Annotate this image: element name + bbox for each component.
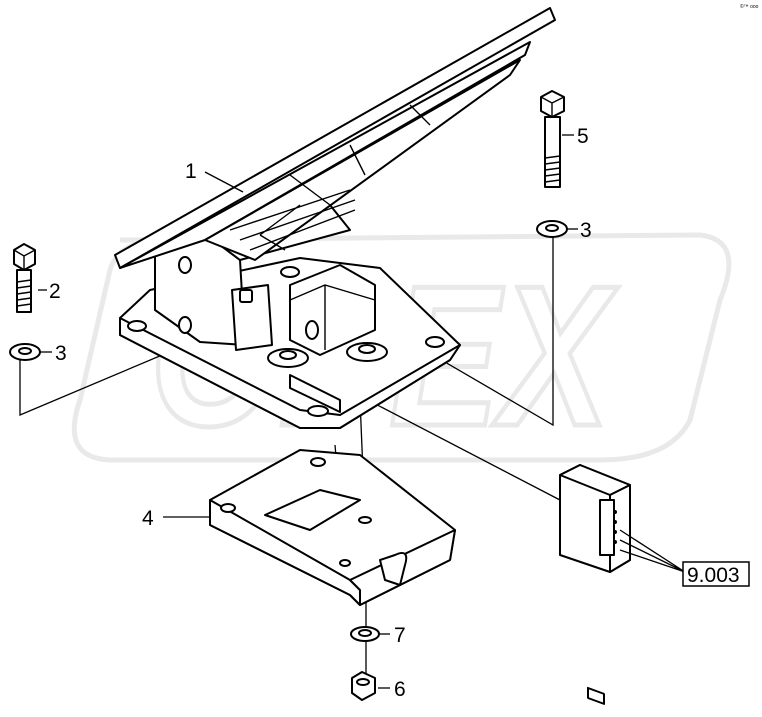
reference-box[interactable]: 9.003 [682, 561, 750, 587]
callout-1: 1 [185, 160, 197, 183]
washer-bottom [350, 626, 380, 642]
callout-7: 7 [394, 624, 406, 647]
corner-mark: ©™ ooo [740, 3, 759, 10]
callout-2: 2 [49, 280, 61, 303]
bracket [209, 449, 456, 606]
callout-4: 4 [142, 507, 154, 530]
callout-6: 6 [394, 678, 406, 701]
connector [559, 464, 631, 705]
callouts: 1 2 3 3 4 5 6 7 [49, 125, 592, 701]
washer-right [536, 220, 568, 238]
callout-3-right: 3 [580, 219, 592, 242]
leader-lines [38, 134, 686, 689]
washer-left [9, 343, 41, 361]
bolt-left [13, 243, 36, 313]
reference-label[interactable]: 9.003 [687, 564, 740, 587]
callout-5: 5 [577, 125, 589, 148]
nut [351, 671, 376, 701]
pedal-plate [114, 7, 556, 269]
callout-3-left: 3 [55, 342, 67, 365]
bolt-right [540, 90, 565, 188]
